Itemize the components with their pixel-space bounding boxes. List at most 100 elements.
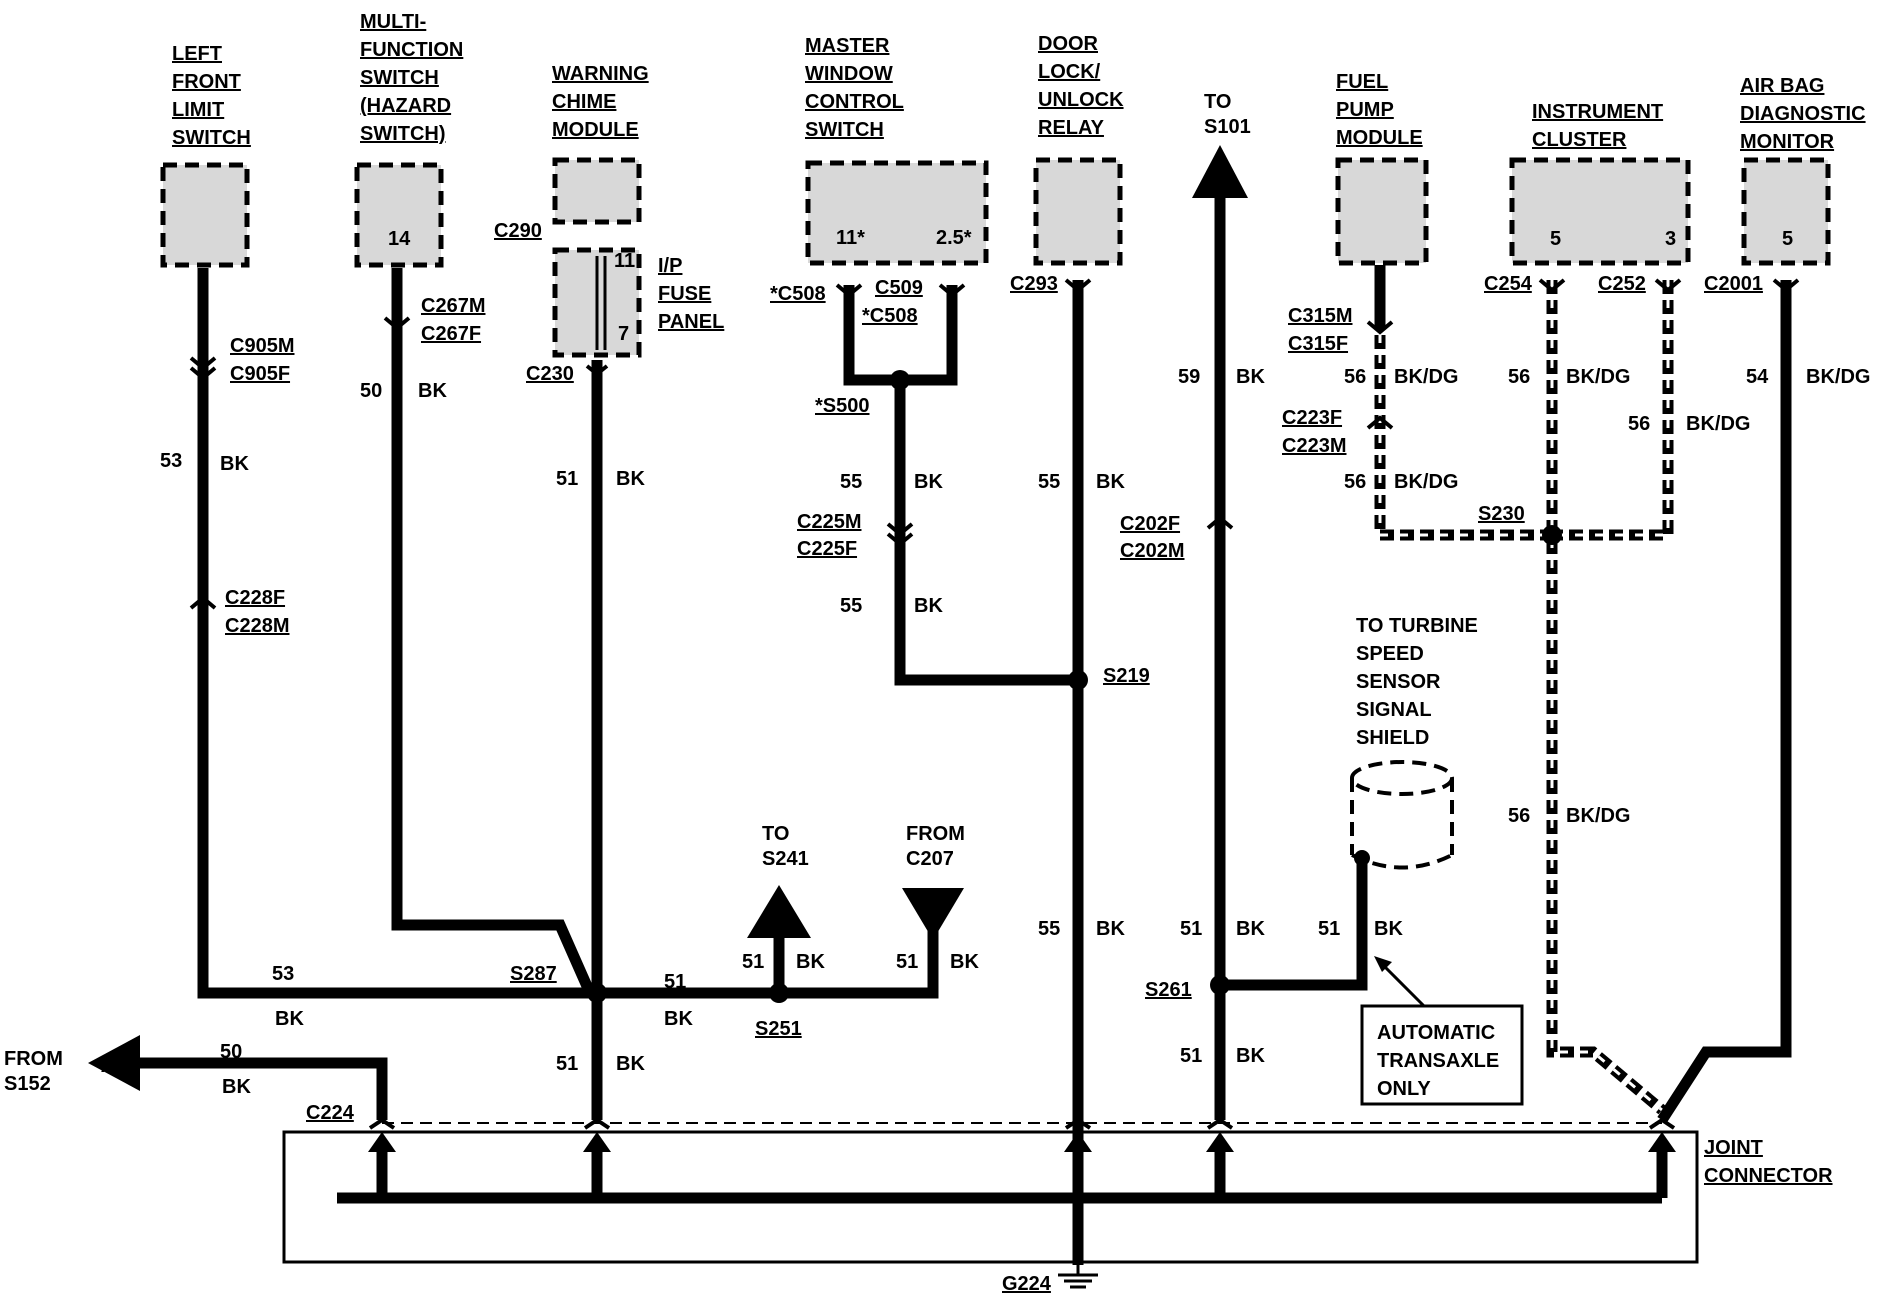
circuit-label: BK	[1096, 918, 1125, 940]
circuit-label: BK/DG	[1394, 366, 1458, 388]
air-bag-diagnostic-monitor-label: MONITOR	[1740, 131, 1835, 153]
to-turbine-speed-sensor-label: SHIELD	[1356, 727, 1429, 749]
fuel-pump-module-label: FUEL	[1336, 71, 1388, 93]
connector-label: *C508	[770, 283, 826, 305]
connector-label: C905M	[230, 335, 294, 357]
connector-label: C202M	[1120, 540, 1184, 562]
door-lock-unlock-relay-label: DOOR	[1038, 33, 1099, 55]
connector-label: C223F	[1282, 407, 1342, 429]
circuit-label: 53	[272, 963, 294, 985]
to-turbine-speed-sensor-label: TO TURBINE	[1356, 615, 1478, 637]
connector-label: C267F	[421, 323, 481, 345]
splice-s261	[1210, 975, 1230, 995]
to-s241-label: S241	[762, 848, 809, 870]
circuit-label: BK	[664, 1008, 693, 1030]
splice-label: S287	[510, 963, 557, 985]
connector-label: G224	[1002, 1273, 1052, 1295]
instrument-cluster-label: INSTRUMENT	[1532, 101, 1663, 123]
connector-label: C293	[1010, 273, 1058, 295]
automatic-transaxle-note-label: ONLY	[1377, 1078, 1431, 1100]
pin-number: 14	[388, 228, 411, 250]
ref-triangle-d	[1192, 145, 1248, 198]
circuit-label: BK	[1096, 471, 1125, 493]
fuel-pump-module-label: PUMP	[1336, 99, 1394, 121]
circuit-label: BK/DG	[1806, 366, 1870, 388]
ref-letter: C	[926, 893, 940, 915]
to-s241-label: TO	[762, 823, 789, 845]
connector-marks	[189, 278, 1800, 1130]
connector-label: *C508	[862, 305, 918, 327]
instrument-cluster-box	[1509, 157, 1691, 266]
ref-triangle-a	[88, 1035, 140, 1091]
circuit-label: BK	[220, 453, 249, 475]
pin-number: 11*	[836, 227, 865, 249]
joint-connector-label: JOINT	[1704, 1137, 1763, 1159]
left-front-limit-switch-label: LEFT	[172, 43, 222, 65]
automatic-transaxle-note-label: TRANSAXLE	[1377, 1050, 1499, 1072]
circuit-label: BK	[1236, 918, 1265, 940]
circuit-label: 55	[840, 595, 862, 617]
connector-label: C290	[494, 220, 542, 242]
instrument-cluster-label: CLUSTER	[1532, 129, 1627, 151]
circuit-label: 51	[1318, 918, 1340, 940]
circuit-label: 53	[160, 450, 182, 472]
master-window-control-switch-label: MASTER	[805, 35, 890, 57]
splice-s251	[769, 983, 789, 1003]
circuit-label: 56	[1508, 366, 1530, 388]
pin-number: 11	[614, 250, 635, 272]
circuit-label: 56	[1628, 413, 1650, 435]
circuit-label: 51	[896, 951, 918, 973]
pin-number: 5	[1782, 228, 1793, 250]
wire-56-fuel	[1374, 335, 1552, 541]
circuit-label: BK	[796, 951, 825, 973]
multi-function-switch-label: FUNCTION	[360, 39, 463, 61]
arrow-up-icon	[1206, 1132, 1234, 1152]
splice-s287	[587, 983, 607, 1003]
splice-s230	[1542, 525, 1562, 545]
connector-label: C509	[875, 277, 923, 299]
connector-label: C315M	[1288, 305, 1352, 327]
circuit-label: BK	[1236, 366, 1265, 388]
splice-label: S219	[1103, 665, 1150, 687]
ref-triangle-b	[747, 885, 811, 938]
splice-label: S251	[755, 1018, 802, 1040]
note-box	[1360, 1004, 1524, 1106]
to-s101-label: S101	[1204, 116, 1251, 138]
air-bag-diagnostic-monitor-label: DIAGNOSTIC	[1740, 103, 1866, 125]
circuit-label: BK	[1374, 918, 1403, 940]
circuit-label: 55	[1038, 471, 1060, 493]
fuel-pump-module-label: MODULE	[1336, 127, 1423, 149]
circuit-label: 51	[1180, 1045, 1202, 1067]
from-c207-label: FROM	[906, 823, 965, 845]
labels-layer: LEFTFRONTLIMITSWITCHMULTI-FUNCTIONSWITCH…	[4, 11, 1870, 1295]
door-lock-unlock-relay-label: RELAY	[1038, 117, 1105, 139]
connector-label: C254	[1484, 273, 1533, 295]
wire-56-cluster	[1546, 280, 1666, 1115]
connector-label: C905F	[230, 363, 290, 385]
circuit-label: BK	[1236, 1045, 1265, 1067]
ref-letter: B	[772, 911, 786, 933]
master-window-control-switch-label: CONTROL	[805, 91, 904, 113]
joint-connector-label: CONNECTOR	[1704, 1165, 1833, 1187]
circuit-label: BK	[222, 1076, 251, 1098]
master-window-control-switch-label: SWITCH	[805, 119, 884, 141]
circuit-label: BK	[418, 380, 447, 402]
warning-chime-module-label: WARNING	[552, 63, 649, 85]
connector-label: *S500	[815, 395, 870, 417]
circuit-label: 56	[1344, 366, 1366, 388]
circuit-label: 56	[1344, 471, 1366, 493]
wire-53	[197, 268, 590, 999]
multi-function-switch-label: SWITCH)	[360, 123, 446, 145]
shield-cylinder	[1350, 760, 1454, 870]
from-c207-label: C207	[906, 848, 954, 870]
circuit-label: 50	[360, 380, 382, 402]
warning-chime-module-box	[552, 157, 642, 225]
left-front-limit-switch-label: FRONT	[172, 71, 241, 93]
arrow-up-icon	[1648, 1132, 1676, 1152]
ref-letter: A	[101, 1055, 115, 1077]
circuit-label: BK	[616, 1053, 645, 1075]
circuit-label: BK/DG	[1394, 471, 1458, 493]
ref-triangle-c	[902, 888, 964, 940]
pin-number: 2.5*	[936, 227, 972, 249]
air-bag-diagnostic-monitor-box	[1741, 157, 1831, 266]
